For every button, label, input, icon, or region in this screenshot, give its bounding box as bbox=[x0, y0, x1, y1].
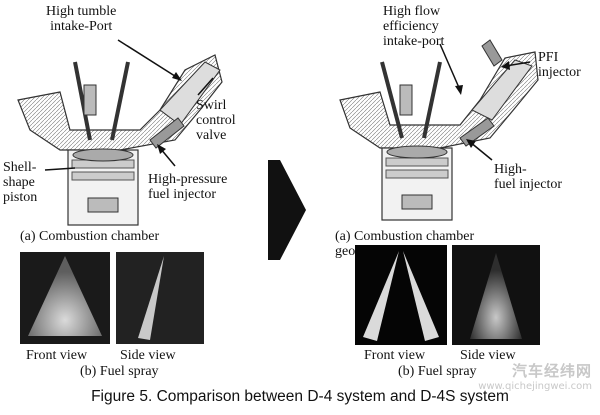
label-high-flow-efficiency-intake: High flow efficiency intake-port bbox=[383, 4, 445, 49]
right-arrow-icon bbox=[268, 160, 306, 260]
d4s-side-spray-image bbox=[452, 245, 540, 345]
d4s-engine-diagram bbox=[339, 39, 539, 221]
d4-engine-diagram bbox=[17, 39, 223, 226]
leader-intake bbox=[117, 39, 179, 79]
d4-front-spray-image bbox=[20, 252, 110, 344]
left-combustion-caption: (a) Combustion chamber bbox=[20, 229, 160, 244]
right-combustion-caption: (a) Combustion chamber geo bbox=[335, 229, 475, 259]
figure-caption: Figure 5. Comparison between D-4 system … bbox=[91, 388, 509, 405]
d4s-fuel-spray-caption: (b) Fuel spray bbox=[398, 364, 477, 379]
d4s-front-view-label: Front view bbox=[364, 348, 426, 363]
d4s-front-spray-image bbox=[355, 245, 447, 345]
d4-side-spray-image bbox=[116, 252, 204, 344]
label-high-pressure-fuel-injector: High-pressure fuel injector bbox=[148, 172, 228, 202]
label-swirl-control-valve: Swirl control valve bbox=[196, 98, 236, 143]
d4-fuel-spray-caption: (b) Fuel spray bbox=[80, 364, 159, 379]
label-high-fuel-injector: High- fuel injector bbox=[494, 162, 563, 192]
label-pfi-injector: PFI injector bbox=[538, 50, 581, 80]
d4-side-view-label: Side view bbox=[120, 348, 176, 363]
label-shell-shape-piston: Shell- shape piston bbox=[3, 160, 38, 205]
watermark-logo: 汽车经纬网 www.qichejingwei.com bbox=[478, 362, 592, 392]
d4s-side-view-label: Side view bbox=[460, 348, 516, 363]
label-high-tumble-intake: High tumble intake-Port bbox=[46, 4, 117, 34]
d4-front-view-label: Front view bbox=[26, 348, 88, 363]
